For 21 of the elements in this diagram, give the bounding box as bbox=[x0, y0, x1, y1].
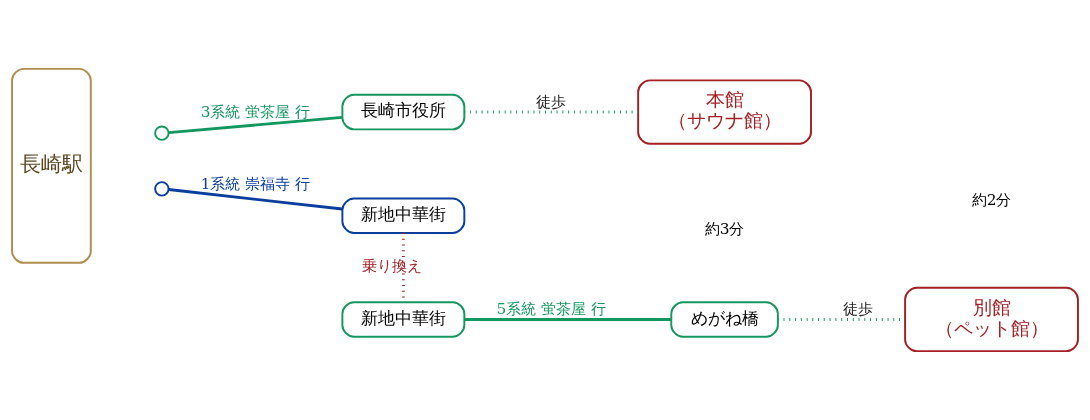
node-box: 本館 （サウナ館） bbox=[637, 79, 812, 145]
node-box: 長崎市役所 bbox=[341, 93, 466, 131]
edge-label: 3系統 蛍茶屋 行 bbox=[200, 102, 311, 121]
label: 約3分 bbox=[704, 219, 745, 238]
edge-label: 徒歩 bbox=[536, 93, 567, 112]
node-circle bbox=[154, 181, 170, 197]
node-box: 別館 （ペット館） bbox=[904, 286, 1079, 353]
connector bbox=[464, 110, 638, 114]
connector bbox=[168, 188, 343, 211]
node-box: 長崎駅 bbox=[11, 67, 92, 264]
node-box: めがね橋 bbox=[670, 301, 779, 338]
edge-label: 徒歩 bbox=[843, 300, 874, 319]
edge-label: 1系統 崇福寺 行 bbox=[200, 174, 311, 193]
connector bbox=[168, 115, 343, 135]
edge-label: 乗り換え bbox=[361, 257, 422, 276]
node-box: 新地中華街 bbox=[341, 197, 466, 234]
node-box: 新地中華街 bbox=[341, 301, 466, 338]
edge-label: 5系統 蛍茶屋 行 bbox=[496, 300, 607, 319]
node-circle bbox=[154, 125, 170, 141]
connector bbox=[464, 318, 672, 321]
label: 約2分 bbox=[971, 191, 1012, 210]
